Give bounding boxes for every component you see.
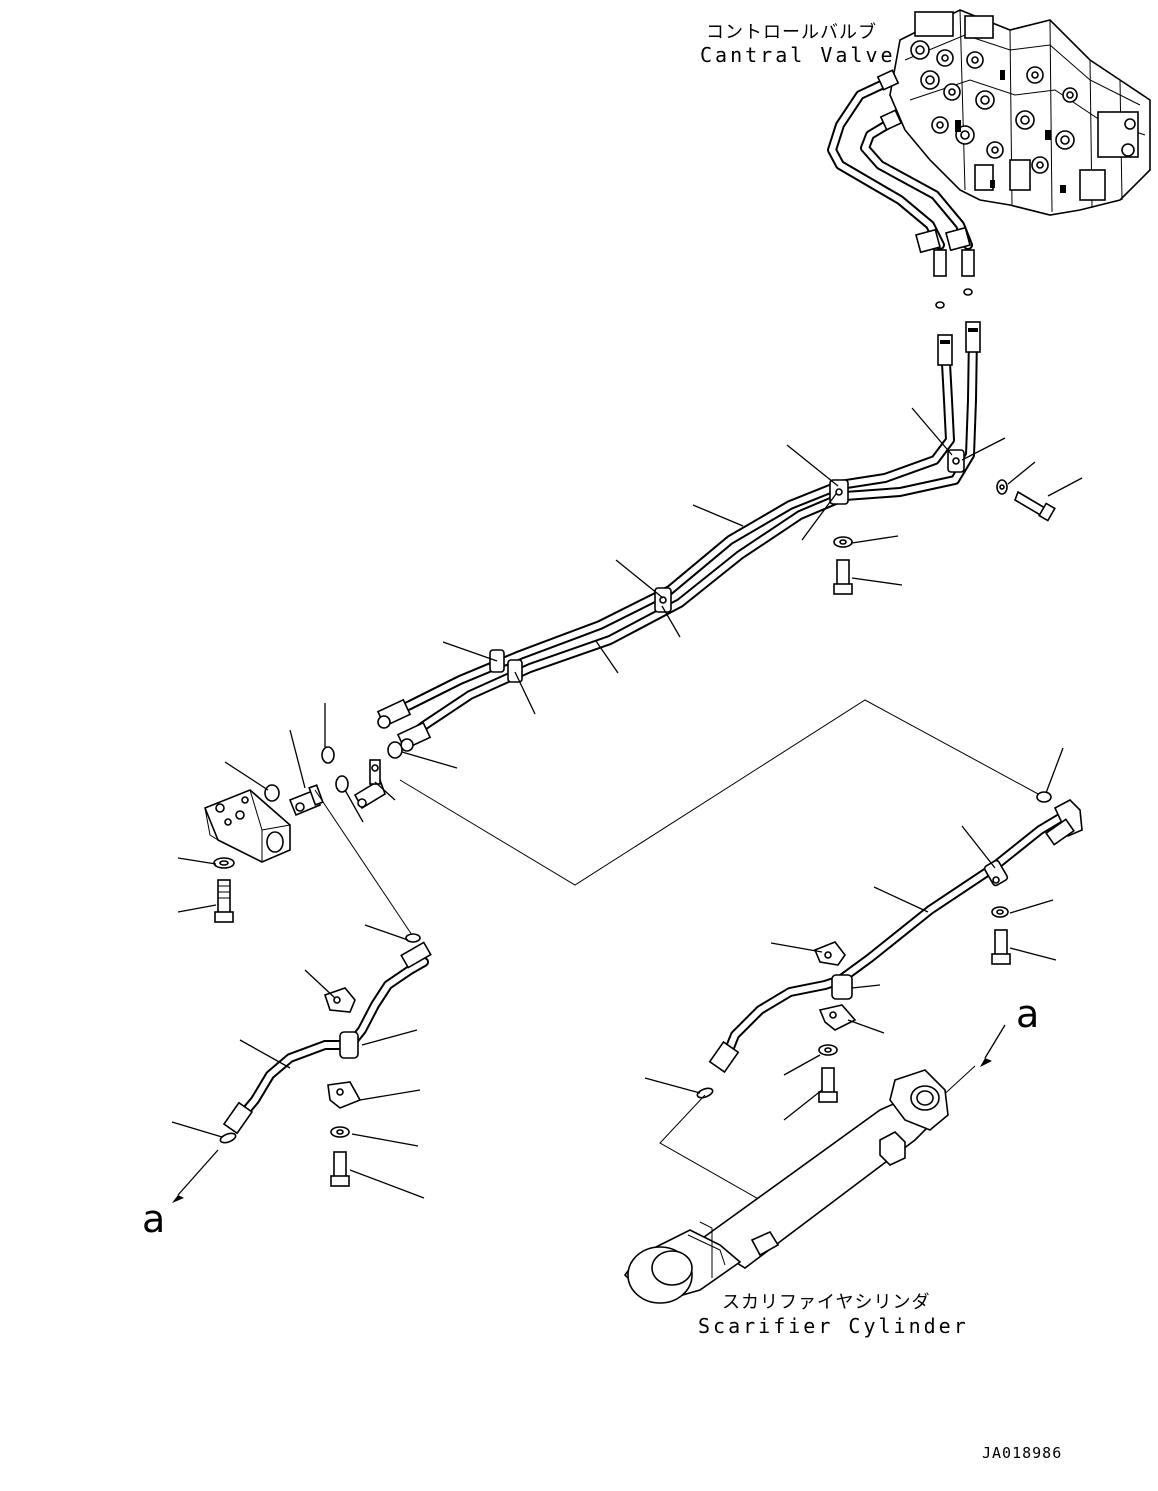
scarifier-cylinder [623, 1069, 949, 1304]
control-valve-jp-label: コントロールバルブ [706, 21, 877, 43]
o-ring [963, 288, 973, 296]
scarifier-cylinder-jp-label: スカリファイヤシリンダ [722, 1292, 930, 1313]
right-lower-hose [696, 791, 1083, 1103]
leader-lines-right-lower [644, 747, 1064, 1219]
main-clamp-hardware [833, 479, 1056, 595]
control-valve-en-label: Cantral Valve [700, 43, 896, 67]
control-valve [827, 9, 1151, 277]
scarifier-cylinder-en-label: Scarifier Cylinder [698, 1314, 969, 1338]
main-hose-assembly [376, 321, 981, 752]
connection-label-a-right: a [1016, 992, 1039, 1036]
connector-block [203, 789, 291, 923]
leader-lines-left-lower [171, 924, 425, 1203]
left-lower-hose [219, 933, 432, 1187]
leader-lines-main [442, 407, 1083, 715]
drawing-id: JA018986 [982, 1444, 1062, 1462]
o-ring [935, 301, 945, 309]
left-fittings [264, 741, 403, 817]
leader-lines-left [177, 699, 1041, 936]
connection-label-a-left: a [142, 1197, 165, 1241]
